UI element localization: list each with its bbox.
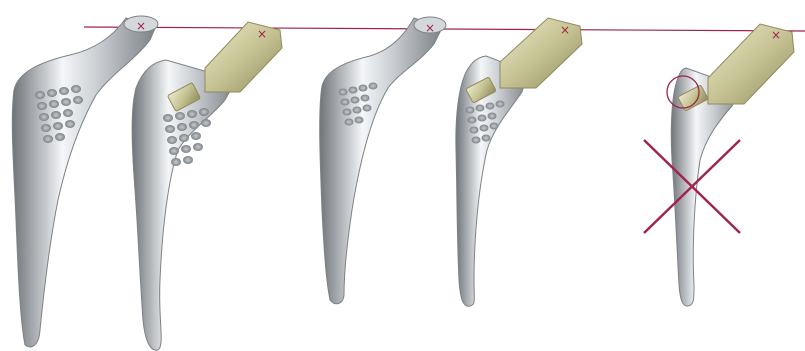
stem-2-neck [205,22,282,92]
stem-2-marker-x: × [257,27,267,41]
stem-4-modular-small: × [456,18,582,306]
stem-3-body [320,18,442,304]
stem-5-neck [708,24,794,104]
stem-3-marker-x: × [425,21,435,35]
stem-2-modular-large: × [132,22,282,350]
stem-5-modular-small-rejected: × [644,24,794,306]
stem-1-marker-x: × [136,19,146,33]
stem-5-marker-x: × [771,28,781,42]
stem-4-marker-x: × [560,23,570,37]
stem-3-monobloc-small: × [320,17,446,304]
